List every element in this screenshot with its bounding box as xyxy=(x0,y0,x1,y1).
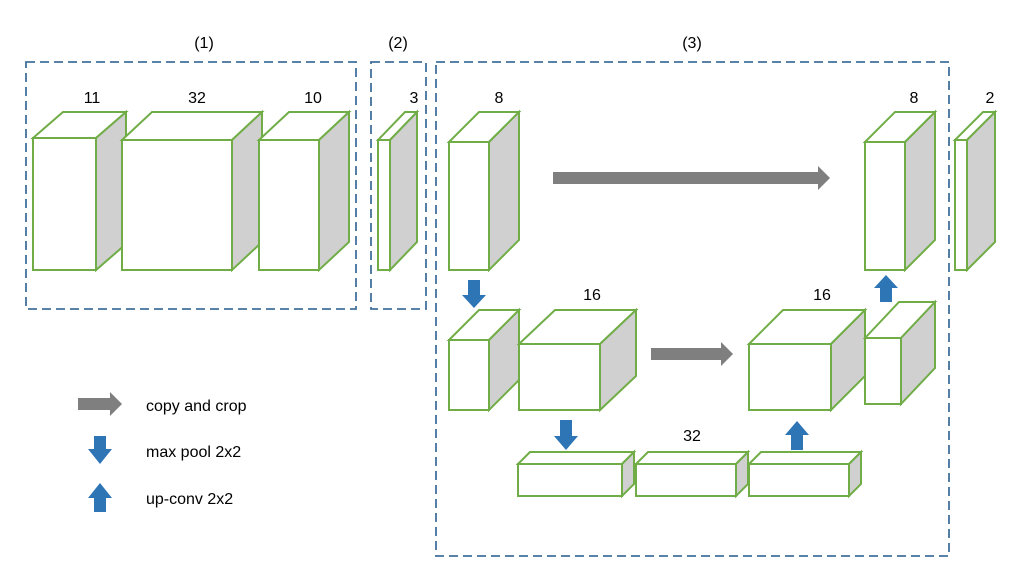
block-2-label: 2 xyxy=(986,90,995,107)
block-32-bottleneck-a xyxy=(515,449,637,499)
block-8-decoder-label: 8 xyxy=(910,90,919,107)
copy-arrow-middle xyxy=(651,342,733,366)
legend-copy-arrow-icon xyxy=(78,392,122,416)
group-1-box xyxy=(25,61,357,310)
block-16-decoder-label: 16 xyxy=(813,287,831,304)
group-2-label: (2) xyxy=(388,35,408,52)
block-32-bottleneck-label: 32 xyxy=(683,428,701,445)
group-3-box xyxy=(435,61,950,557)
legend-pool-arrow-icon xyxy=(88,436,112,464)
upconv-arrow-2 xyxy=(785,421,809,450)
block-32-bottleneck-b xyxy=(633,449,751,499)
group-1-label: (1) xyxy=(194,35,214,52)
block-16-encoder xyxy=(516,307,639,413)
group-2-box xyxy=(370,61,427,310)
block-8-encoder-label: 8 xyxy=(495,90,504,107)
block-8-upconv xyxy=(862,299,938,407)
block-11 xyxy=(30,109,129,273)
block-8-pooled xyxy=(446,307,522,413)
group-3-label: (3) xyxy=(682,35,702,52)
block-11-label: 11 xyxy=(84,90,101,107)
pool-arrow-2 xyxy=(554,420,578,450)
legend: copy and crop max pool 2x2 up-conv 2x2 xyxy=(78,392,247,512)
block-32 xyxy=(119,109,265,273)
legend-upconv-arrow-icon xyxy=(88,483,112,512)
block-3 xyxy=(375,109,420,273)
upconv-arrow-1 xyxy=(874,275,898,302)
block-32-label: 32 xyxy=(188,90,206,107)
block-2-output xyxy=(952,109,998,273)
block-10-label: 10 xyxy=(304,90,322,107)
block-10 xyxy=(256,109,352,273)
pool-arrow-1 xyxy=(462,280,486,308)
block-32-bottleneck-c xyxy=(746,449,864,499)
block-16-decoder xyxy=(746,307,868,413)
block-16-encoder-label: 16 xyxy=(583,287,601,304)
block-3-label: 3 xyxy=(410,90,419,107)
legend-upconv-label: up-conv 2x2 xyxy=(146,491,233,508)
legend-copy-label: copy and crop xyxy=(146,398,247,415)
block-8-encoder xyxy=(446,109,522,273)
copy-arrow-top xyxy=(553,166,830,190)
legend-pool-label: max pool 2x2 xyxy=(146,444,241,461)
block-8-decoder xyxy=(862,109,938,273)
